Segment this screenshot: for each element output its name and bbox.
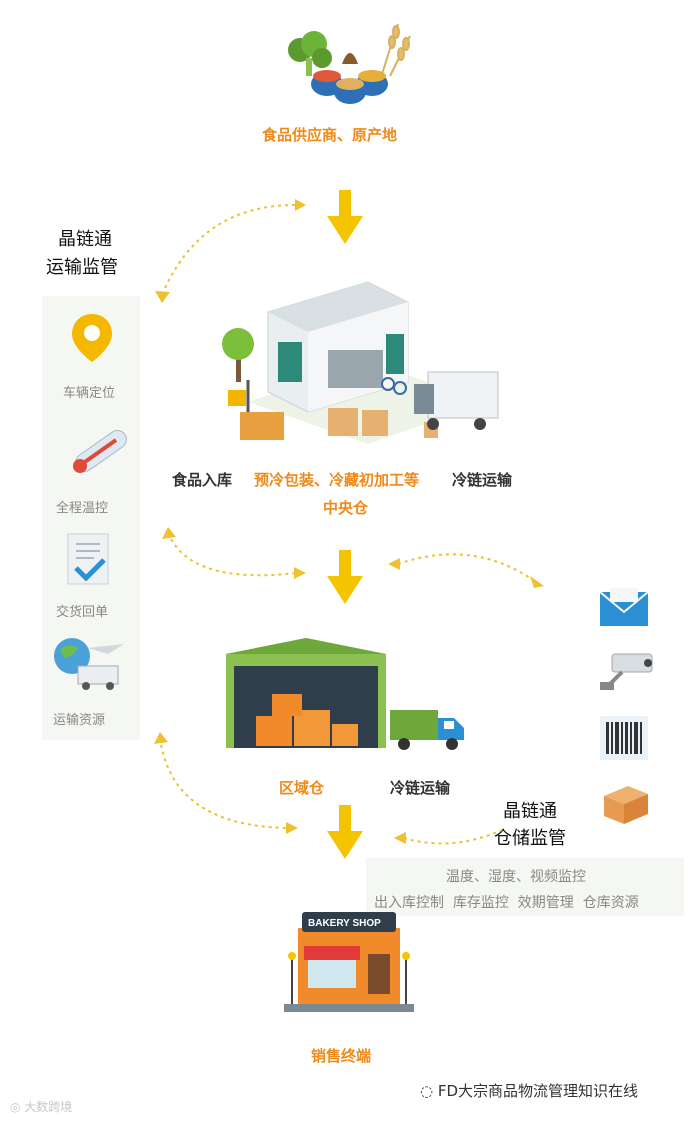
transport-item-label: 车辆定位 bbox=[63, 386, 116, 401]
transport-title-line1: 晶链通 bbox=[58, 229, 112, 250]
envelope-icon bbox=[599, 588, 649, 626]
warehouse-title-line2: 仓储监管 bbox=[494, 828, 566, 849]
wechat-icon: ◌ bbox=[420, 1082, 438, 1100]
warehouse-link-arrow-middle bbox=[388, 553, 544, 588]
sales-terminal-label: 销售终端 bbox=[311, 1047, 372, 1065]
transport-item-label: 全程温控 bbox=[56, 501, 109, 516]
warehouse-info-panel bbox=[366, 858, 684, 916]
location-pin-icon bbox=[72, 314, 112, 362]
globe-transport-icon bbox=[54, 638, 124, 690]
food-ingredients-icon bbox=[288, 23, 411, 104]
supplier-label: 食品供应商、原产地 bbox=[262, 126, 398, 144]
weibo-icon: ◎ bbox=[10, 1100, 25, 1114]
supplier-illustration bbox=[272, 14, 418, 110]
watermark-left: ◎ 大数跨境 bbox=[10, 1098, 72, 1115]
warehouse-link-arrow-bottom bbox=[394, 829, 503, 845]
regional-warehouse-illustration bbox=[226, 638, 386, 748]
box-icon bbox=[604, 786, 648, 824]
transport-item-label: 交货回单 bbox=[56, 605, 109, 620]
bakery-shop-illustration bbox=[284, 912, 414, 1012]
watermark-right: ◌ FD大宗商品物流管理知识在线 bbox=[420, 1080, 638, 1101]
warehouse-control-line: 出入库控制 库存监控 效期管理 仓库资源 bbox=[374, 895, 639, 911]
watermark-left-text: 大数跨境 bbox=[24, 1100, 73, 1114]
central-inbound-label: 食品入库 bbox=[172, 471, 233, 489]
cctv-camera-icon bbox=[600, 653, 653, 690]
transport-link-arrow-middle bbox=[162, 527, 306, 579]
transport-link-arrow-bottom bbox=[154, 732, 298, 834]
regional-warehouse-name: 区域仓 bbox=[279, 779, 325, 797]
thermometer-icon bbox=[73, 430, 127, 473]
central-warehouse-illustration bbox=[222, 281, 499, 444]
central-warehouse-name: 中央仓 bbox=[323, 499, 369, 517]
transport-link-arrow-top bbox=[155, 199, 306, 303]
bakery-shop-sign: BAKERY SHOP bbox=[308, 918, 381, 929]
barcode-icon bbox=[600, 716, 648, 760]
watermark-right-text: FD大宗商品物流管理知识在线 bbox=[437, 1082, 639, 1100]
warehouse-monitor-line: 温度、湿度、视频监控 bbox=[446, 869, 586, 885]
regional-cold-chain-label: 冷链运输 bbox=[390, 779, 451, 797]
warehouse-title-line1: 晶链通 bbox=[503, 801, 557, 822]
flow-arrow-3 bbox=[327, 805, 363, 859]
flow-arrow-2 bbox=[327, 550, 363, 604]
central-processing-label: 预冷包装、冷藏初加工等 bbox=[254, 471, 420, 489]
transport-item-label: 运输资源 bbox=[53, 713, 106, 728]
document-check-icon bbox=[67, 533, 109, 585]
central-cold-chain-label: 冷链运输 bbox=[452, 471, 513, 489]
flow-arrow-1 bbox=[327, 190, 363, 244]
cold-chain-truck-icon bbox=[390, 710, 464, 750]
transport-title-line2: 运输监管 bbox=[46, 257, 118, 278]
